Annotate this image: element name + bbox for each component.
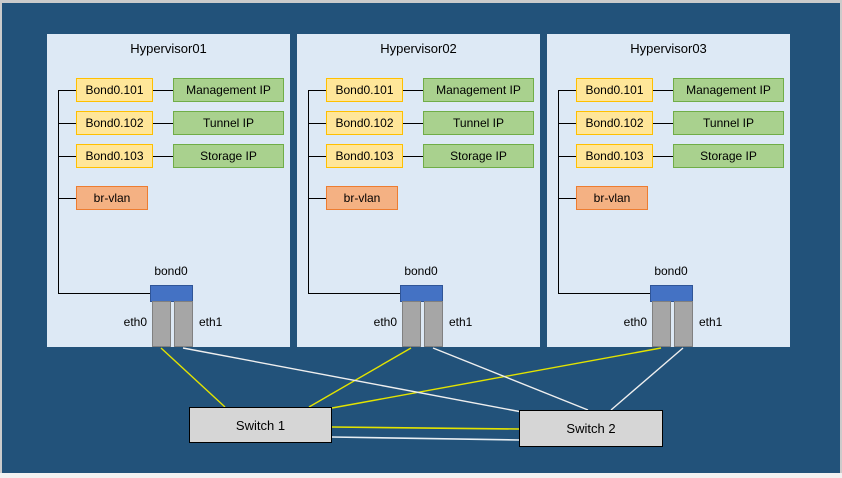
connector-line xyxy=(153,123,173,124)
vlan-box-bond0-103: Bond0.103 xyxy=(76,144,153,168)
connector-line xyxy=(308,123,326,124)
bond0-label: bond0 xyxy=(154,264,188,278)
eth1-label: eth1 xyxy=(699,315,723,329)
connector-line xyxy=(558,123,576,124)
connector-line-to-bond xyxy=(58,293,150,294)
nic-eth0 xyxy=(152,301,171,347)
connector-line xyxy=(558,198,576,199)
ip-box-management: Management IP xyxy=(423,78,534,102)
ip-box-tunnel: Tunnel IP xyxy=(173,111,284,135)
connector-line xyxy=(558,90,576,91)
trunk-line xyxy=(308,90,309,293)
connector-line xyxy=(308,156,326,157)
hypervisor01-title: Hypervisor01 xyxy=(130,41,207,56)
connector-line xyxy=(58,90,76,91)
bridge-box-br-vlan: br-vlan xyxy=(76,186,148,210)
connector-line xyxy=(58,156,76,157)
eth0-label: eth0 xyxy=(623,315,647,329)
connector-line xyxy=(58,123,76,124)
bond0-label: bond0 xyxy=(654,264,688,278)
ip-box-storage: Storage IP xyxy=(423,144,534,168)
frame-bottom-strip xyxy=(0,473,842,478)
eth0-label: eth0 xyxy=(123,315,147,329)
hypervisor01-box: Hypervisor01 Bond0.101 Bond0.102 Bond0.1… xyxy=(47,34,290,347)
hypervisor03-box: Hypervisor03 Bond0.101 Bond0.102 Bond0.1… xyxy=(547,34,790,347)
vlan-box-bond0-103: Bond0.103 xyxy=(326,144,403,168)
ip-box-storage: Storage IP xyxy=(673,144,784,168)
hypervisor02-box: Hypervisor02 Bond0.101 Bond0.102 Bond0.1… xyxy=(297,34,540,347)
connector-line xyxy=(403,90,423,91)
bond0-box xyxy=(650,285,693,302)
bond0-box xyxy=(400,285,443,302)
hypervisor03-title: Hypervisor03 xyxy=(630,41,707,56)
eth1-label: eth1 xyxy=(449,315,473,329)
ip-box-tunnel: Tunnel IP xyxy=(673,111,784,135)
bridge-box-br-vlan: br-vlan xyxy=(326,186,398,210)
ip-box-management: Management IP xyxy=(673,78,784,102)
vlan-box-bond0-102: Bond0.102 xyxy=(576,111,653,135)
connector-line xyxy=(153,156,173,157)
connector-line-to-bond xyxy=(558,293,650,294)
vlan-box-bond0-102: Bond0.102 xyxy=(76,111,153,135)
trunk-line xyxy=(558,90,559,293)
bond0-label: bond0 xyxy=(404,264,438,278)
nic-eth1 xyxy=(424,301,443,347)
ip-box-management: Management IP xyxy=(173,78,284,102)
vlan-box-bond0-101: Bond0.101 xyxy=(576,78,653,102)
hypervisor02-title: Hypervisor02 xyxy=(380,41,457,56)
connector-line xyxy=(653,123,673,124)
ip-box-tunnel: Tunnel IP xyxy=(423,111,534,135)
nic-eth0 xyxy=(652,301,671,347)
vlan-box-bond0-103: Bond0.103 xyxy=(576,144,653,168)
connector-line xyxy=(403,123,423,124)
vlan-box-bond0-101: Bond0.101 xyxy=(76,78,153,102)
ip-box-storage: Storage IP xyxy=(173,144,284,168)
bond0-box xyxy=(150,285,193,302)
connector-line xyxy=(308,90,326,91)
connector-line xyxy=(653,90,673,91)
nic-eth0 xyxy=(402,301,421,347)
trunk-line xyxy=(58,90,59,293)
switch-1-box: Switch 1 xyxy=(189,407,332,443)
connector-line xyxy=(653,156,673,157)
connector-line xyxy=(558,156,576,157)
connector-line-to-bond xyxy=(308,293,400,294)
bridge-box-br-vlan: br-vlan xyxy=(576,186,648,210)
connector-line xyxy=(153,90,173,91)
vlan-box-bond0-102: Bond0.102 xyxy=(326,111,403,135)
nic-eth1 xyxy=(174,301,193,347)
eth0-label: eth0 xyxy=(373,315,397,329)
vlan-box-bond0-101: Bond0.101 xyxy=(326,78,403,102)
connector-line xyxy=(403,156,423,157)
connector-line xyxy=(308,198,326,199)
nic-eth1 xyxy=(674,301,693,347)
eth1-label: eth1 xyxy=(199,315,223,329)
switch-2-box: Switch 2 xyxy=(519,410,663,447)
connector-line xyxy=(58,198,76,199)
